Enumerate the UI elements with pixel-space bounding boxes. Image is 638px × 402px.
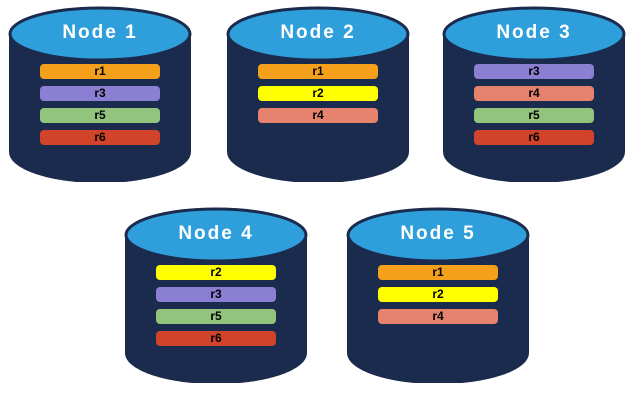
replica-bar-r1[interactable]: r1 (378, 265, 498, 280)
replica-bar-r4[interactable]: r4 (258, 108, 378, 123)
cylinder-top-ellipse (346, 207, 530, 263)
replica-bar-r6[interactable]: r6 (474, 130, 594, 145)
replica-bar-r3[interactable]: r3 (156, 287, 276, 302)
replica-stack: r3 r4 r5 r6 (474, 64, 594, 152)
replica-stack: r2 r3 r5 r6 (156, 265, 276, 353)
replica-bar-r3[interactable]: r3 (40, 86, 160, 101)
replica-bar-r2[interactable]: r2 (156, 265, 276, 280)
cylinder-top-ellipse (226, 6, 410, 62)
cylinder-top-ellipse (124, 207, 308, 263)
replica-bar-r4[interactable]: r4 (474, 86, 594, 101)
replica-stack: r1 r2 r4 (378, 265, 498, 331)
replica-bar-r2[interactable]: r2 (378, 287, 498, 302)
cylinder-top-ellipse (442, 6, 626, 62)
replica-bar-r6[interactable]: r6 (40, 130, 160, 145)
replica-stack: r1 r2 r4 (258, 64, 378, 130)
replica-bar-r5[interactable]: r5 (474, 108, 594, 123)
replica-bar-r5[interactable]: r5 (40, 108, 160, 123)
replica-stack: r1 r3 r5 r6 (40, 64, 160, 152)
replica-bar-r3[interactable]: r3 (474, 64, 594, 79)
replica-bar-r1[interactable]: r1 (40, 64, 160, 79)
replica-bar-r4[interactable]: r4 (378, 309, 498, 324)
replica-bar-r6[interactable]: r6 (156, 331, 276, 346)
replica-bar-r2[interactable]: r2 (258, 86, 378, 101)
cylinder-top-ellipse (8, 6, 192, 62)
replica-bar-r5[interactable]: r5 (156, 309, 276, 324)
replica-bar-r1[interactable]: r1 (258, 64, 378, 79)
